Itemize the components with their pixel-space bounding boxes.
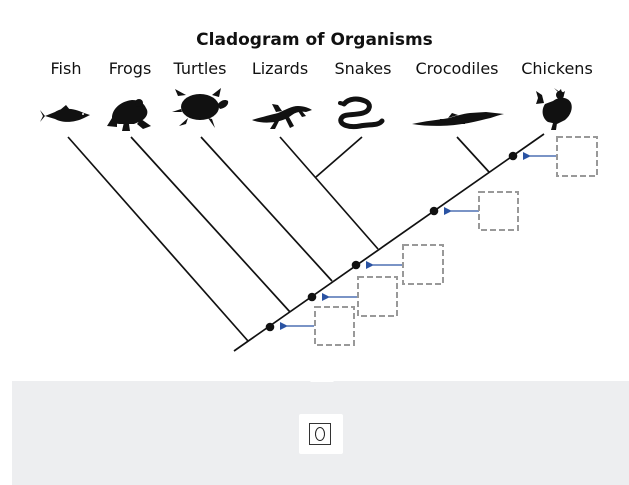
taxon-label-snakes: Snakes — [334, 59, 392, 78]
node-5 — [508, 151, 518, 161]
drop-target-5[interactable] — [556, 136, 598, 177]
frog-icon — [107, 99, 151, 131]
lizard-icon — [252, 104, 312, 129]
chicken-icon — [536, 88, 572, 130]
arrows — [280, 152, 557, 330]
taxon-label-fish: Fish — [50, 59, 82, 78]
tray-pointer-icon — [310, 370, 334, 382]
node-3 — [351, 260, 361, 270]
node-4 — [429, 206, 439, 216]
fish-branch-line — [67, 136, 249, 342]
crocodile-branch-line — [456, 136, 490, 173]
taxon-label-turtles: Turtles — [173, 59, 227, 78]
main-trunk-line — [233, 133, 545, 352]
turtle-branch-line — [200, 136, 333, 282]
draggable-card-egg[interactable] — [299, 414, 343, 454]
node-1 — [265, 322, 275, 332]
node-2 — [307, 292, 317, 302]
egg-chip[interactable] — [309, 423, 331, 445]
drop-target-1[interactable] — [314, 306, 355, 346]
cladogram-lines — [67, 133, 545, 352]
snake-branch-line — [315, 136, 363, 178]
snake-icon — [338, 96, 385, 130]
drop-target-4[interactable] — [478, 191, 519, 231]
taxon-label-crocodiles: Crocodiles — [415, 59, 499, 78]
taxon-label-frogs: Frogs — [108, 59, 152, 78]
drop-target-2[interactable] — [357, 276, 398, 317]
taxon-label-lizards: Lizards — [251, 59, 309, 78]
drop-target-3[interactable] — [402, 244, 444, 285]
diagram-title: Cladogram of Organisms — [196, 30, 433, 50]
crocodile-icon — [412, 112, 504, 126]
egg-icon — [315, 427, 325, 441]
lizard-branch-line — [279, 136, 379, 250]
frog-branch-line — [130, 136, 291, 313]
turtle-icon — [172, 88, 229, 128]
cladogram-nodes — [265, 151, 518, 332]
fish-icon — [40, 105, 90, 122]
taxon-label-chickens: Chickens — [521, 59, 593, 78]
